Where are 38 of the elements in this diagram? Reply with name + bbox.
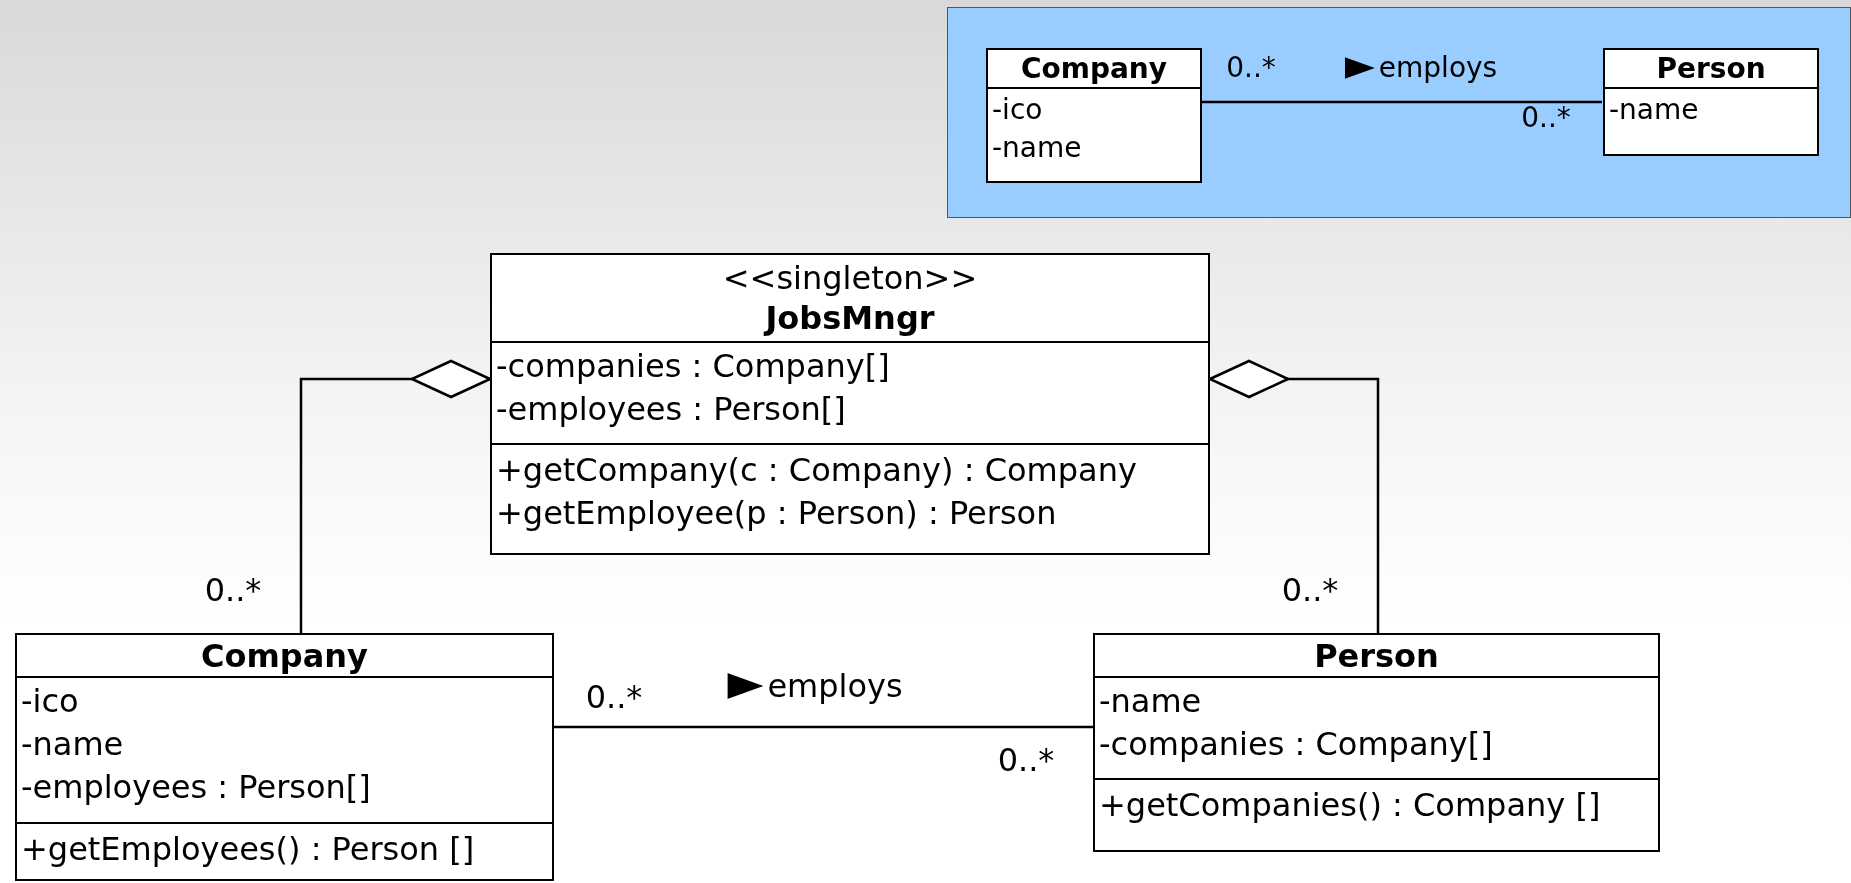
class-name: Person <box>1656 51 1766 86</box>
multiplicity-label: 0..* <box>997 740 1055 781</box>
association-line <box>554 725 1093 729</box>
association-line <box>1201 100 1602 104</box>
class-box <box>490 253 1210 555</box>
operation-text: +getCompany(c : Company) : Company <box>496 450 1138 491</box>
multiplicity-label: 0..* <box>204 570 262 611</box>
class-box <box>15 633 554 881</box>
attribute-text: -name <box>1099 681 1203 722</box>
stereotype-label: <<singleton>> <box>722 258 978 298</box>
class-name: Person <box>1314 635 1439 676</box>
edge-label: employs <box>767 666 903 707</box>
highlight-panel <box>947 7 1851 218</box>
class-box <box>1093 633 1660 852</box>
operation-text: +getEmployees() : Person [] <box>21 829 476 870</box>
attribute-text: -name <box>21 724 125 766</box>
multiplicity-label: 0..* <box>1281 570 1339 611</box>
attribute-text: -ico <box>992 92 1044 128</box>
attribute-text: -companies : Company[] <box>496 346 891 387</box>
attribute-text: -name <box>992 129 1083 166</box>
aggregation-connector <box>299 359 492 633</box>
attribute-text: -employees : Person[] <box>21 767 372 809</box>
class-box <box>986 48 1202 183</box>
operation-text: +getCompanies() : Company [] <box>1099 785 1602 826</box>
class-name: Company <box>201 635 368 676</box>
aggregation-connector <box>1208 359 1380 633</box>
multiplicity-label: 0..* <box>1226 50 1276 86</box>
multiplicity-label: 0..* <box>585 677 643 718</box>
edge-label: employs <box>1378 50 1498 86</box>
class-name: JobsMngr <box>765 298 935 338</box>
attribute-text: -companies : Company[] <box>1099 724 1494 766</box>
multiplicity-label: 0..* <box>1521 100 1571 136</box>
attribute-text: -name <box>1609 92 1700 128</box>
class-box <box>1603 48 1819 156</box>
attribute-text: -employees : Person[] <box>496 389 847 431</box>
operation-text: +getEmployee(p : Person) : Person <box>496 493 1058 535</box>
attribute-text: -ico <box>21 681 80 722</box>
class-name: Company <box>1020 51 1168 86</box>
